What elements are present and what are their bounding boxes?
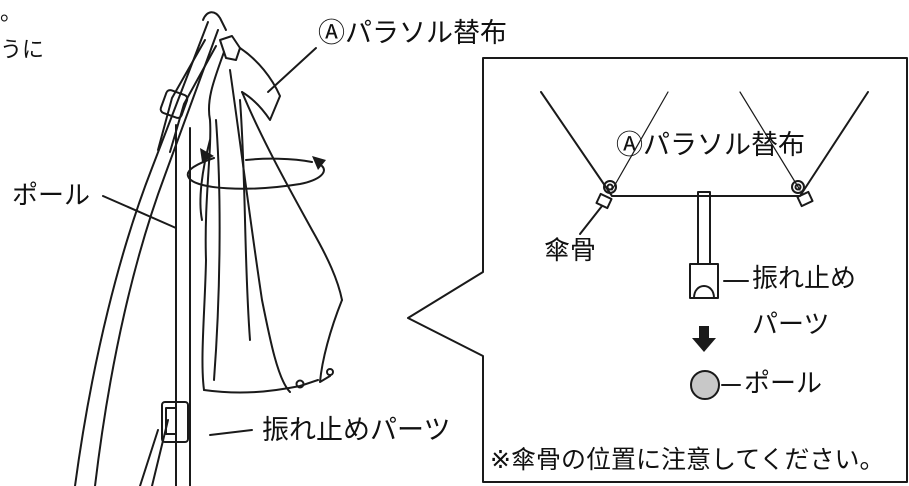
pole-leader-line — [102, 195, 177, 229]
stopper-label: 振れ止めパーツ — [262, 415, 451, 446]
header-fragment-1: 。 — [0, 1, 23, 26]
pole-cap-circle — [690, 370, 720, 400]
header-fragment-2: うに — [0, 38, 45, 63]
rotation-arrow — [186, 157, 325, 190]
down-arrow-icon — [692, 326, 716, 352]
rotation-arrowhead-left — [200, 148, 214, 162]
stopper-leader-line — [209, 429, 253, 436]
detail-canopy-label: Ⓐパラソル替布 — [616, 130, 805, 161]
detail-stopper-label-2: パーツ — [752, 310, 830, 340]
rotation-arrowhead-right — [312, 156, 326, 170]
detail-stopper-label-1: 振れ止め — [752, 264, 857, 294]
parasol-pole — [74, 11, 227, 486]
detail-rib-label: 傘骨 — [544, 236, 597, 266]
canopy-leader-line — [267, 47, 317, 93]
detail-stopper — [689, 191, 719, 299]
parasol-canopy — [199, 35, 343, 394]
detail-caution-note: ※傘骨の位置に注意してください。 — [490, 445, 885, 474]
canopy-label: Ⓐパラソル替布 — [318, 18, 507, 49]
pole-label: ポール — [12, 181, 91, 211]
detail-canopy — [540, 91, 869, 210]
detail-callout-frame — [407, 57, 908, 483]
detail-pole-label: ポール — [744, 369, 823, 399]
detail-rib-leader — [579, 205, 603, 235]
